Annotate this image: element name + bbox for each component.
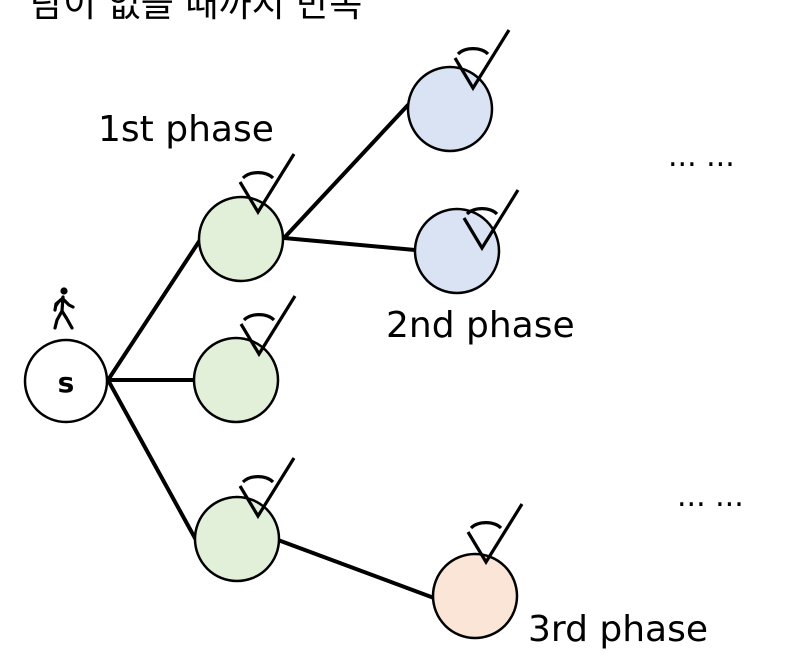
phase2-node-bottom bbox=[413, 188, 520, 295]
edge-p1a-to-p2b bbox=[282, 236, 417, 252]
phase2-node-top-circle bbox=[406, 65, 494, 153]
diagram-title: 탐이 없을 때까지 반복 bbox=[30, 0, 362, 25]
phase1-node-middle bbox=[192, 294, 297, 424]
phase3-label: 3rd phase bbox=[528, 609, 708, 650]
phase1-node-bottom bbox=[193, 456, 296, 583]
edge-s-to-p1c bbox=[106, 378, 198, 542]
phase1-node-top-circle bbox=[197, 195, 285, 283]
start-node-circle bbox=[23, 338, 109, 424]
edge-p1a-to-p2a bbox=[282, 103, 410, 240]
phase2-node-top bbox=[406, 28, 511, 153]
phase1-node-top bbox=[197, 152, 296, 283]
phase2-label: 2nd phase bbox=[386, 305, 575, 346]
continuation-dots-bottom: ... ... bbox=[677, 479, 744, 514]
edge-p1c-to-p3 bbox=[276, 538, 436, 600]
walking-person-icon bbox=[53, 287, 75, 330]
tree-edges bbox=[106, 103, 436, 600]
edge-s-to-p1a bbox=[106, 238, 202, 382]
phase1-node-bottom-circle bbox=[193, 495, 281, 583]
phase1-node-middle-circle bbox=[192, 336, 280, 424]
start-node: s bbox=[23, 338, 109, 424]
phase1-label: 1st phase bbox=[98, 109, 274, 150]
phase2-node-bottom-circle bbox=[413, 207, 501, 295]
phase3-node bbox=[431, 502, 524, 640]
phase3-node-circle bbox=[431, 552, 519, 640]
continuation-dots-top: ... ... bbox=[668, 139, 735, 174]
start-node-label: s bbox=[58, 366, 75, 399]
